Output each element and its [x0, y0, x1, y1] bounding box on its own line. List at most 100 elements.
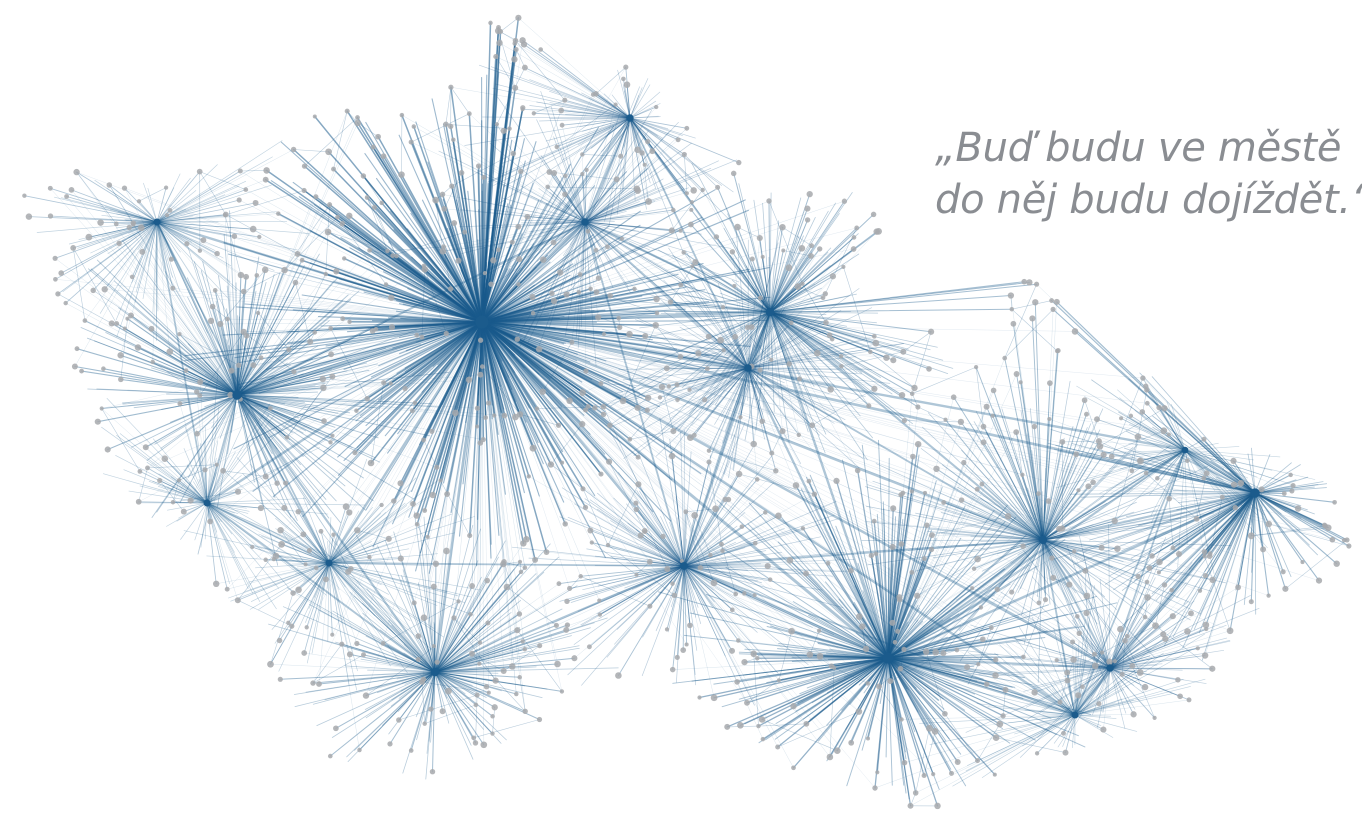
municipality-node: [445, 688, 452, 695]
municipality-node: [278, 677, 283, 682]
municipality-node: [507, 126, 512, 131]
municipality-node: [422, 508, 427, 513]
commute-edge: [207, 503, 435, 672]
municipality-node: [259, 355, 264, 360]
municipality-node: [1260, 546, 1266, 552]
municipality-node: [379, 503, 383, 507]
municipality-node: [621, 77, 626, 82]
municipality-node: [214, 251, 219, 256]
municipality-node: [757, 235, 763, 241]
municipality-node: [1202, 652, 1209, 659]
municipality-node: [215, 463, 219, 467]
municipality-node: [291, 147, 296, 152]
municipality-node: [1333, 560, 1339, 566]
municipality-node: [941, 500, 946, 505]
municipality-node: [592, 405, 597, 410]
municipality-node: [780, 428, 786, 434]
municipality-node: [1176, 551, 1182, 557]
municipality-node: [456, 599, 460, 603]
municipality-node: [381, 380, 386, 385]
municipality-node: [319, 529, 324, 534]
municipality-node: [530, 445, 537, 452]
municipality-node: [698, 565, 704, 571]
municipality-node: [786, 361, 792, 367]
municipality-node: [859, 623, 865, 629]
municipality-node: [169, 257, 174, 262]
municipality-node: [1055, 658, 1059, 662]
municipality-node: [480, 364, 485, 369]
municipality-node: [55, 291, 60, 296]
municipality-node: [670, 667, 676, 673]
municipality-node: [468, 612, 473, 617]
municipality-node: [615, 672, 622, 679]
hub-node: [204, 500, 211, 507]
commute-edge: [157, 222, 158, 311]
municipality-node: [492, 413, 496, 417]
municipality-node: [1060, 439, 1066, 445]
municipality-node: [519, 570, 523, 574]
municipality-node: [238, 168, 243, 173]
hub-node: [626, 114, 633, 121]
commute-edge: [912, 367, 976, 394]
municipality-node: [367, 555, 371, 559]
municipality-node: [933, 466, 939, 472]
municipality-node: [281, 267, 288, 274]
municipality-node: [432, 197, 439, 204]
municipality-node: [576, 290, 581, 295]
municipality-node: [876, 683, 882, 689]
municipality-node: [974, 556, 981, 563]
municipality-node: [972, 567, 976, 571]
municipality-node: [692, 433, 697, 438]
municipality-node: [763, 510, 767, 514]
municipality-node: [872, 785, 877, 790]
municipality-node: [724, 724, 730, 730]
municipality-node: [410, 408, 415, 413]
municipality-node: [758, 367, 763, 372]
municipality-node: [511, 151, 517, 157]
municipality-node: [1020, 473, 1024, 477]
municipality-node: [745, 325, 750, 330]
municipality-node: [632, 287, 636, 291]
commute-edge: [329, 563, 405, 634]
municipality-node: [207, 519, 213, 525]
municipality-node: [150, 360, 154, 364]
municipality-node: [455, 258, 461, 264]
municipality-node: [117, 352, 123, 358]
municipality-node: [58, 270, 64, 276]
municipality-node: [955, 759, 961, 765]
municipality-node: [263, 474, 269, 480]
municipality-node: [295, 509, 300, 514]
municipality-node: [397, 480, 403, 486]
municipality-node: [899, 392, 905, 398]
municipality-node: [413, 401, 417, 405]
municipality-node: [620, 397, 627, 404]
municipality-node: [250, 226, 257, 233]
municipality-node: [320, 376, 326, 382]
municipality-node: [902, 760, 908, 766]
municipality-node: [495, 122, 499, 126]
municipality-node: [689, 208, 693, 212]
municipality-node: [736, 160, 741, 165]
municipality-node: [932, 728, 939, 735]
municipality-node: [564, 599, 569, 604]
municipality-node: [409, 140, 414, 145]
municipality-node: [1072, 328, 1079, 335]
municipality-node: [721, 305, 725, 309]
municipality-node: [235, 597, 241, 603]
municipality-node: [485, 620, 490, 625]
municipality-node: [645, 198, 652, 205]
municipality-node: [1076, 488, 1080, 492]
municipality-node: [127, 225, 132, 230]
municipality-node: [328, 326, 333, 331]
municipality-node: [758, 296, 763, 301]
municipality-node: [517, 611, 522, 616]
municipality-node: [1144, 594, 1151, 601]
municipality-node: [705, 366, 710, 371]
municipality-node: [548, 461, 554, 467]
municipality-node: [949, 771, 954, 776]
municipality-node: [256, 311, 260, 315]
hub-node: [326, 560, 333, 567]
municipality-node: [667, 384, 671, 388]
municipality-node: [1026, 279, 1032, 285]
